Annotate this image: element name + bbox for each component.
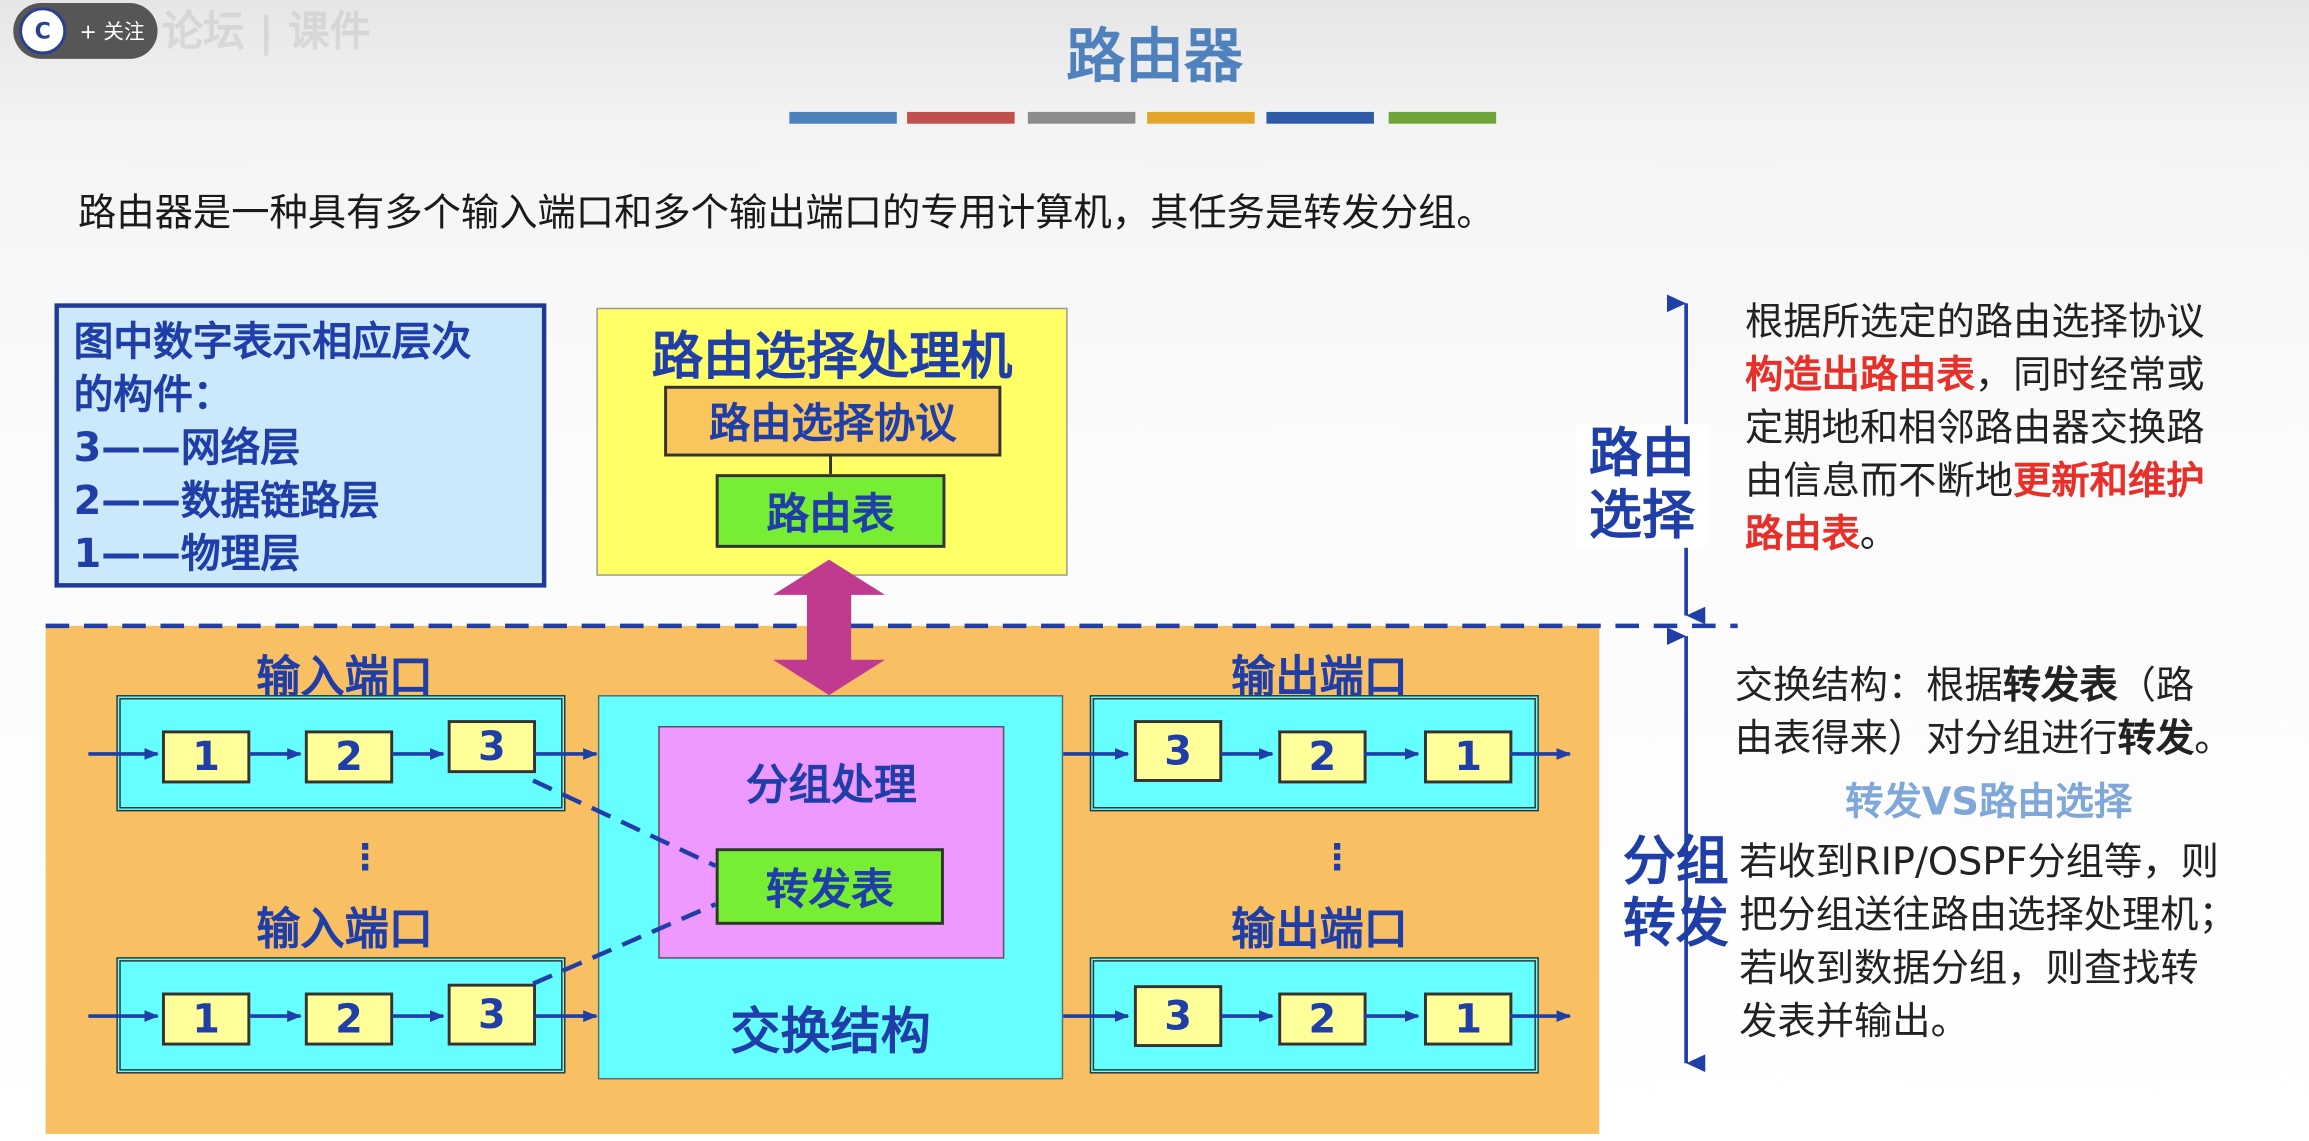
text-span: 。: [2194, 717, 2233, 762]
highlight-span: 构造出路由表: [1745, 353, 1975, 398]
output-port: 3 2 1: [1089, 695, 1539, 812]
follow-label: + 关注: [79, 20, 145, 45]
routing-side-label: 路由 选择: [1575, 424, 1709, 548]
legend-line: 1——物理层: [73, 531, 301, 578]
layer-box: 3: [1133, 985, 1223, 1048]
highlight-span: 路由表: [1745, 512, 1860, 557]
text-line: 发表并输出。: [1739, 999, 1969, 1045]
bold-span: 转发表: [2002, 664, 2118, 709]
input-port: 1 2 3: [116, 957, 566, 1074]
text-span: 由信息而不断地: [1745, 459, 2014, 504]
switch-fabric-label: 交换结构: [730, 1002, 931, 1062]
layer-box: 2: [304, 992, 394, 1046]
highlight-span: 更新和维护: [2013, 459, 2205, 504]
lookup-dashed-line: [532, 778, 717, 868]
input-port: 1 2 3: [116, 695, 566, 812]
packet-processing-title: 分组处理: [745, 759, 917, 810]
forwarding-description: 若收到RIP/OSPF分组等，则 把分组送往路由选择处理机； 若收到数据分组，则…: [1739, 836, 2237, 1048]
routing-protocol-box: 路由选择协议: [664, 385, 1002, 457]
routing-description: 根据所选定的路由选择协议 构造出路由表，同时经常或 定期地和相邻路由器交换路 由…: [1745, 296, 2204, 561]
side-label-line: 转发: [1622, 893, 1729, 955]
packet-processing: 分组处理 转发表: [658, 725, 1005, 959]
layer-box: 1: [1424, 992, 1513, 1046]
routing-table-box: 路由表: [715, 474, 946, 548]
forwarding-table-box: 转发表: [715, 848, 944, 925]
text-span: 根据所选定的路由选择协议: [1745, 300, 2205, 345]
follow-button[interactable]: C + 关注: [13, 2, 158, 59]
side-label-line: 分组: [1622, 832, 1729, 893]
routing-processor: 路由选择处理机 路由选择协议 路由表: [596, 307, 1068, 576]
switch-fabric: 分组处理 转发表 交换结构: [597, 695, 1064, 1080]
slide-title: 路由器: [1066, 23, 1243, 92]
color-bar-segment: [789, 111, 897, 124]
text-span: 定期地和相邻路由器交换路: [1745, 406, 2205, 451]
layer-box: 2: [1278, 992, 1367, 1046]
output-port: 3 2 1: [1089, 957, 1539, 1074]
layer-box: 2: [1278, 730, 1367, 784]
layer-box: 1: [161, 730, 251, 784]
color-bar-segment: [1027, 111, 1136, 124]
ellipsis: ⋮: [1319, 836, 1355, 878]
layer-box: 2: [304, 730, 394, 784]
output-port-label: 输出端口: [1231, 904, 1408, 956]
forwarding-vs-routing-label: 转发VS路由选择: [1845, 780, 2133, 825]
legend-line: 3——网络层: [73, 425, 301, 472]
legend-line: 的构件：: [73, 372, 233, 419]
layer-box: 1: [1424, 730, 1513, 784]
layer-box: 3: [447, 720, 537, 774]
color-bar-segment: [907, 111, 1015, 124]
channel-logo-icon: C: [19, 7, 67, 55]
routing-processor-title: 路由选择处理机: [651, 328, 1013, 388]
text-span: 。: [1859, 512, 1899, 557]
exchange-description: 交换结构：根据转发表（路 由表得来）对分组进行转发。: [1735, 660, 2233, 766]
input-port-label: 输入端口: [256, 904, 433, 956]
color-bar-segment: [1147, 111, 1255, 124]
text-span: （路: [2117, 664, 2195, 709]
lookup-dashed-line: [532, 902, 717, 986]
intro-sentence: 路由器是一种具有多个输入端口和多个输出端口的专用计算机，其任务是转发分组。: [78, 191, 1495, 236]
layer-box: 3: [1133, 720, 1223, 782]
text-span: ，同时经常或: [1974, 353, 2205, 398]
text-line: 把分组送往路由选择处理机；: [1739, 893, 2237, 939]
side-label-line: 路由: [1588, 424, 1695, 485]
watermark: 论坛 | 课件: [161, 7, 371, 56]
text-line: 若收到RIP/OSPF分组等，则: [1739, 840, 2219, 886]
text-span: 由表得来）对分组进行: [1734, 717, 2118, 762]
text-line: 若收到数据分组，则查找转: [1739, 946, 2199, 992]
ellipsis: ⋮: [347, 836, 383, 878]
color-bar-segment: [1266, 111, 1374, 124]
bidirectional-arrow-icon: [773, 559, 886, 696]
legend-line: 2——数据链路层: [73, 478, 380, 525]
layer-box: 1: [161, 992, 251, 1046]
side-label-line: 选择: [1588, 485, 1695, 547]
layer-box: 3: [447, 983, 537, 1046]
color-bar-segment: [1388, 111, 1497, 124]
connector-line: [829, 453, 833, 475]
legend-line: 图中数字表示相应层次: [73, 319, 472, 366]
layer-legend: 图中数字表示相应层次 的构件： 3——网络层 2——数据链路层 1——物理层: [54, 303, 547, 588]
bold-span: 转发: [2117, 717, 2195, 762]
text-span: 交换结构：根据: [1734, 664, 2003, 709]
forwarding-side-label: 分组 转发: [1608, 832, 1743, 956]
